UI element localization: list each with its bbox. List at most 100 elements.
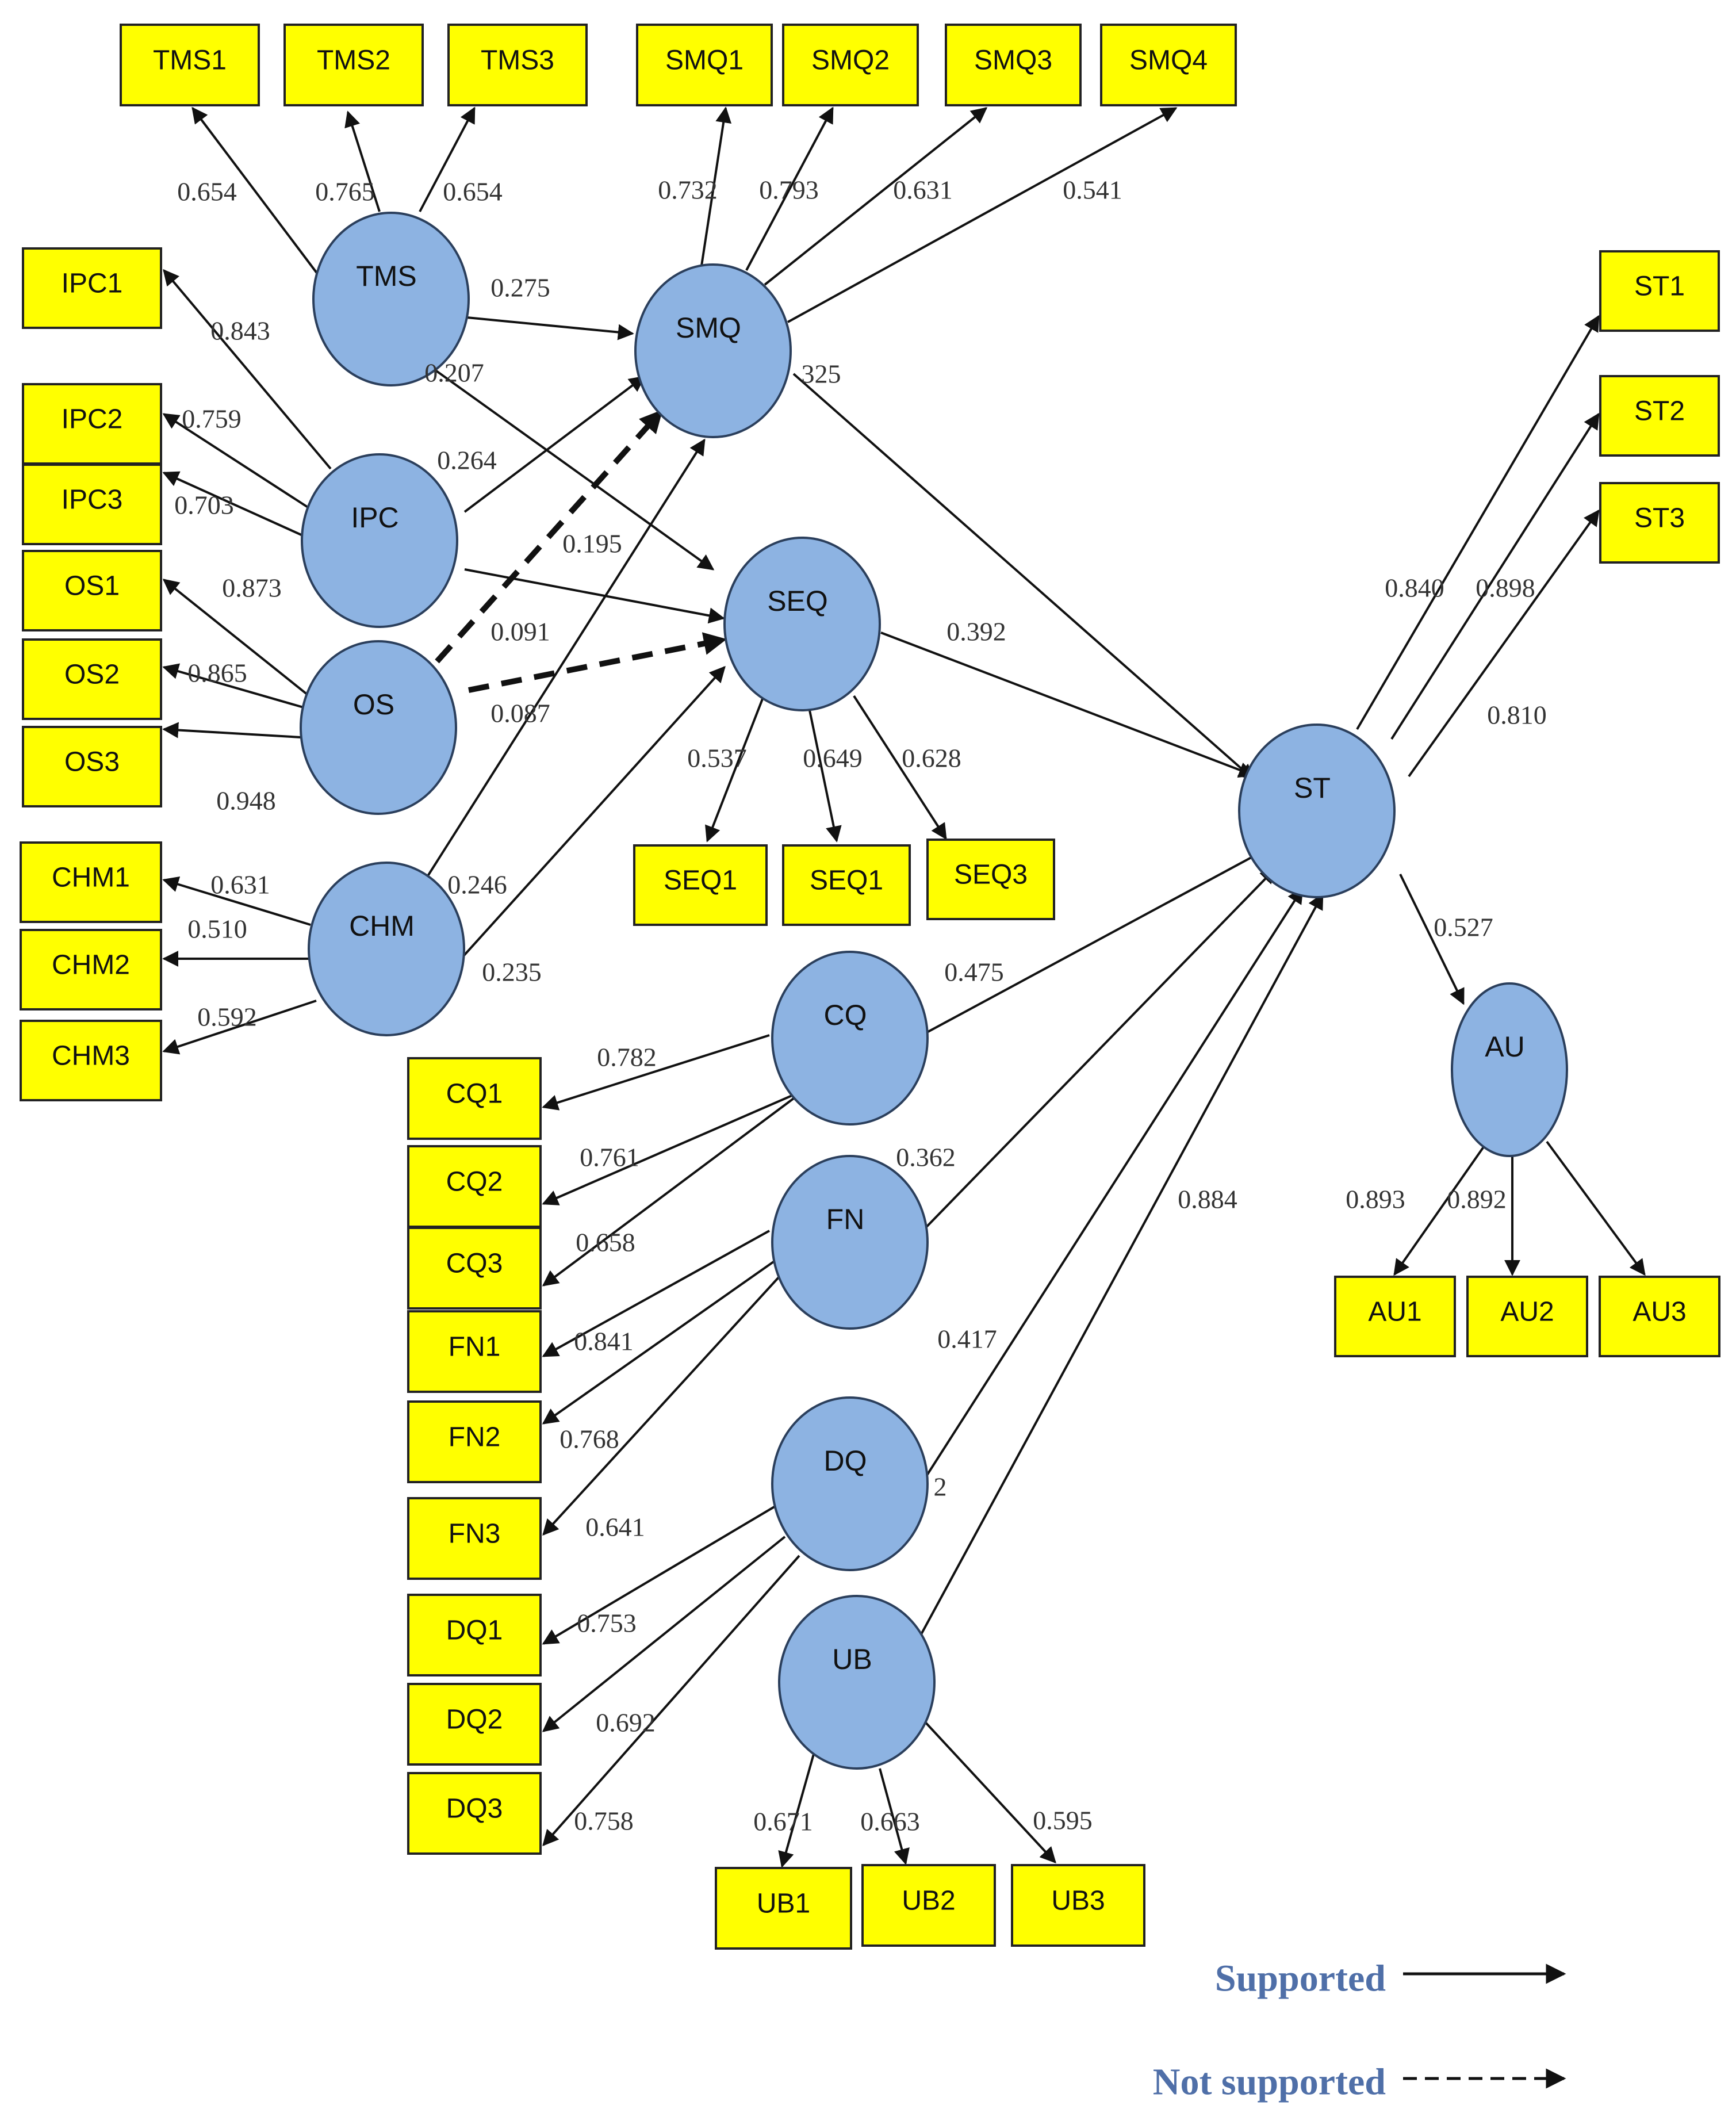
indicator-label-ub1: UB1 xyxy=(757,1889,810,1919)
loading-label-cq-cq1: 0.782 xyxy=(597,1043,657,1072)
indicator-box-au2 xyxy=(1466,1276,1588,1357)
indicator-label-chm2: CHM2 xyxy=(52,950,130,981)
indicator-chm2: CHM2 xyxy=(20,929,162,1010)
loading-arrow-ub-ub2 xyxy=(879,1768,910,1865)
loading-arrow-ub-ub1 xyxy=(778,1754,815,1868)
loading-arrow-seq-seq1 xyxy=(705,692,766,843)
indicator-label-seq1: SEQ1 xyxy=(664,866,737,896)
loading-label-tms-tms2: 0.765 xyxy=(315,177,375,206)
loading-label-dq-dq1: 0.753 xyxy=(577,1609,637,1638)
indicator-label-smq2: SMQ2 xyxy=(811,45,890,76)
path-arrow-tms-smq xyxy=(466,316,634,340)
loading-label-seq-seq1b: 0.649 xyxy=(803,744,863,773)
legend: Supported Not supported xyxy=(1153,1958,1566,2103)
indicator-label-fn2: FN2 xyxy=(449,1422,501,1453)
indicator-au3: AU3 xyxy=(1599,1276,1720,1357)
loading-label-ipc-ipc2: 0.759 xyxy=(182,404,242,434)
indicator-box-smq4 xyxy=(1100,24,1237,106)
indicator-label-smq3: SMQ3 xyxy=(974,45,1052,76)
latent-fn: FN xyxy=(771,1155,929,1330)
indicator-cq1: CQ1 xyxy=(407,1057,542,1140)
indicator-fn1: FN1 xyxy=(407,1310,542,1393)
indicator-box-smq2 xyxy=(782,24,919,106)
path-arrow-chm-smq xyxy=(419,438,706,890)
indicator-box-ub2 xyxy=(861,1864,996,1947)
indicator-label-chm1: CHM1 xyxy=(52,863,130,893)
loading-label-au-au2: 0.892 xyxy=(1447,1185,1507,1214)
loading-arrow-os-os2 xyxy=(162,663,314,711)
path-label-chm-seq: 0.235 xyxy=(482,958,542,987)
path-label-tms-seq: 0.207 xyxy=(424,358,484,388)
indicator-box-ipc3 xyxy=(22,464,162,545)
latent-label-seq: SEQ xyxy=(767,585,828,617)
loading-label-ipc-ipc1: 0.843 xyxy=(210,316,270,346)
indicator-label-cq3: CQ3 xyxy=(446,1249,503,1279)
loading-label-ipc-ipc3: 0.703 xyxy=(174,491,234,520)
indicator-box-tms3 xyxy=(447,24,588,106)
loading-label-seq-seq1: 0.537 xyxy=(687,744,747,773)
loading-arrow-fn-fn1 xyxy=(542,1230,770,1357)
legend-not-supported-label: Not supported xyxy=(1153,2061,1386,2103)
loading-arrow-st-st2 xyxy=(1390,412,1600,740)
indicator-box-st3 xyxy=(1599,482,1720,564)
indicator-label-seq3: SEQ3 xyxy=(954,860,1028,890)
latent-label-tms: TMS xyxy=(356,260,417,292)
loading-arrow-cq-cq3 xyxy=(542,1097,795,1287)
loading-arrow-st-st1 xyxy=(1356,315,1600,730)
indicator-cq2: CQ2 xyxy=(407,1145,542,1228)
path-arrow-seq-st xyxy=(880,631,1255,778)
loading-label-os-os3: 0.948 xyxy=(216,786,276,816)
latent-circle-tms xyxy=(312,212,470,386)
indicator-label-ipc2: IPC2 xyxy=(62,404,123,435)
loading-label-cq-cq3: 0.658 xyxy=(576,1228,635,1257)
loading-arrow-seq-seq1b xyxy=(808,710,842,843)
loading-label-tms-tms1: 0.654 xyxy=(177,177,237,206)
latent-label-smq: SMQ xyxy=(676,312,741,344)
indicator-box-fn2 xyxy=(407,1400,542,1483)
loading-arrow-chm-chm3 xyxy=(162,1000,317,1055)
indicator-au2: AU2 xyxy=(1466,1276,1588,1357)
latent-circle-au xyxy=(1451,982,1568,1157)
latent-os: OS xyxy=(300,640,457,815)
loading-label-chm-chm3: 0.592 xyxy=(197,1002,257,1032)
loading-arrow-cq-cq1 xyxy=(542,1034,770,1111)
latent-circle-fn xyxy=(771,1155,929,1330)
indicator-tms1: TMS1 xyxy=(120,24,260,106)
latent-circle-cq xyxy=(771,951,929,1126)
indicator-ub1: UB1 xyxy=(715,1867,852,1950)
loading-label-ub-ub1: 0.671 xyxy=(753,1807,813,1836)
path-label-smq-st: 325 xyxy=(802,359,841,389)
indicator-box-ub3 xyxy=(1011,1864,1145,1947)
indicator-smq4: SMQ4 xyxy=(1100,24,1237,106)
path-label-st-au: 0.527 xyxy=(1434,913,1493,942)
indicator-st1: ST1 xyxy=(1599,250,1720,332)
latent-circle-chm xyxy=(308,862,465,1036)
latent-ipc: IPC xyxy=(301,453,458,628)
indicator-au1: AU1 xyxy=(1334,1276,1456,1357)
indicator-box-chm1 xyxy=(20,841,162,923)
indicator-label-seq1b: SEQ1 xyxy=(810,866,883,896)
path-arrow-os-seq xyxy=(468,632,727,693)
indicator-dq3: DQ3 xyxy=(407,1772,542,1855)
path-label-ipc-seq: 0.195 xyxy=(562,529,622,558)
loading-label-smq-smq4: 0.541 xyxy=(1063,175,1122,205)
indicator-label-smq1: SMQ1 xyxy=(665,45,744,76)
loading-arrow-smq-smq3 xyxy=(764,107,988,286)
loading-arrow-cq-cq2 xyxy=(542,1089,806,1205)
indicator-box-ipc2 xyxy=(22,383,162,465)
path-arrow-os-smq xyxy=(435,409,664,664)
latent-label-ipc: IPC xyxy=(351,502,398,534)
indicator-label-st2: ST2 xyxy=(1634,396,1685,427)
loading-label-cq-cq2: 0.761 xyxy=(580,1143,639,1172)
path-label-ipc-smq: 0.264 xyxy=(437,446,497,475)
indicator-label-ipc3: IPC3 xyxy=(62,485,123,515)
indicator-chm3: CHM3 xyxy=(20,1020,162,1101)
path-label-fn-st: 0.362 xyxy=(896,1143,956,1172)
latent-ub: UB xyxy=(778,1595,936,1770)
indicator-box-st2 xyxy=(1599,375,1720,457)
loading-arrow-au-au1 xyxy=(1393,1138,1490,1276)
indicator-label-au1: AU1 xyxy=(1368,1297,1421,1327)
